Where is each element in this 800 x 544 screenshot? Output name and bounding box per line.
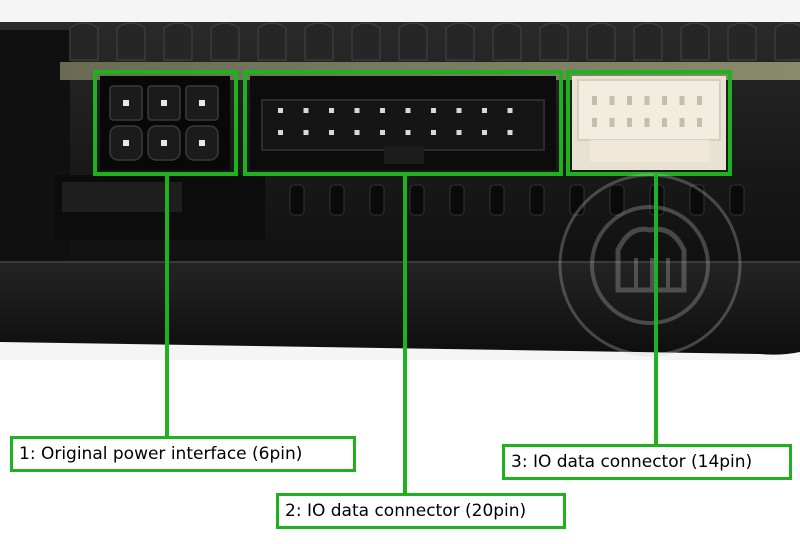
white-connector-pin bbox=[627, 96, 632, 105]
heatsink-fin bbox=[445, 22, 475, 61]
white-connector-pin bbox=[609, 96, 615, 105]
io-connector-20pin bbox=[250, 76, 556, 170]
vent-slot bbox=[569, 184, 585, 216]
callout-power-interface: 1: Original power interface (6pin) bbox=[10, 436, 356, 472]
power-pin-contact bbox=[123, 140, 129, 146]
heatsink-fin bbox=[774, 22, 800, 61]
device-photo bbox=[0, 22, 800, 357]
idc-pin bbox=[456, 130, 462, 135]
vent-slot bbox=[409, 184, 425, 216]
vent-slot bbox=[529, 184, 545, 216]
watermark-logo bbox=[558, 173, 742, 357]
white-connector-pin bbox=[662, 96, 667, 105]
idc-pin bbox=[329, 130, 334, 135]
idc-pin bbox=[354, 130, 360, 135]
heatsink-fin bbox=[210, 22, 240, 61]
power-pin-contact bbox=[199, 140, 205, 146]
idc-pin bbox=[431, 130, 436, 135]
heatsink-fin bbox=[633, 22, 663, 61]
idc-pin bbox=[303, 130, 309, 135]
heatsink-fin bbox=[257, 22, 287, 61]
idc-pin bbox=[456, 108, 462, 113]
callout-14pin-connector: 3: IO data connector (14pin) bbox=[502, 444, 792, 480]
white-connector-pin bbox=[679, 118, 685, 127]
vent-slot bbox=[609, 184, 625, 216]
idc-pin bbox=[507, 130, 513, 135]
idc-pin bbox=[354, 108, 360, 113]
heatsink-fin bbox=[304, 22, 334, 61]
white-connector-pin bbox=[697, 118, 702, 127]
heatsink-fin bbox=[351, 22, 381, 61]
idc-pin bbox=[380, 130, 385, 135]
power-connector-6pin bbox=[100, 76, 230, 170]
idc-pin bbox=[303, 108, 309, 113]
heatsink-fin bbox=[163, 22, 193, 61]
white-connector-pin bbox=[592, 96, 597, 105]
white-connector-pin bbox=[644, 118, 650, 127]
heatsink-fin bbox=[69, 22, 99, 61]
heatsink-fin bbox=[586, 22, 616, 61]
power-pin-contact bbox=[123, 100, 129, 106]
vent-slot bbox=[729, 184, 745, 216]
heatsink-fin bbox=[116, 22, 146, 61]
vent-slot bbox=[449, 184, 465, 216]
idc-pin bbox=[507, 108, 513, 113]
top-heatsink-fins bbox=[69, 22, 800, 61]
heatsink-fin bbox=[539, 22, 569, 61]
vent-slot bbox=[489, 184, 505, 216]
heatsink-fin bbox=[492, 22, 522, 61]
heatsink-fin bbox=[398, 22, 428, 61]
white-connector-pin bbox=[627, 118, 632, 127]
callout-20pin-connector: 2: IO data connector (20pin) bbox=[276, 493, 566, 529]
white-connector-pin bbox=[697, 96, 702, 105]
power-pin-contact bbox=[161, 140, 167, 146]
idc-pin bbox=[482, 130, 487, 135]
idc-pin bbox=[405, 130, 411, 135]
white-connector-pin bbox=[644, 96, 650, 105]
frame-14pin-connector bbox=[566, 70, 732, 176]
idc-pin bbox=[278, 108, 283, 113]
heatsink-fin bbox=[727, 22, 757, 61]
vent-slot bbox=[289, 184, 305, 216]
white-connector-pin bbox=[679, 96, 685, 105]
idc-pin bbox=[405, 108, 411, 113]
idc-pin bbox=[329, 108, 334, 113]
idc-pin bbox=[380, 108, 385, 113]
power-pin-contact bbox=[161, 100, 167, 106]
idc-pin bbox=[482, 108, 487, 113]
idc-pin bbox=[431, 108, 436, 113]
idc-pin bbox=[278, 130, 283, 135]
heatsink-fin bbox=[680, 22, 710, 61]
power-pin-contact bbox=[199, 100, 205, 106]
white-connector-pin bbox=[609, 118, 615, 127]
vent-slot bbox=[329, 184, 345, 216]
white-connector-pin bbox=[592, 118, 597, 127]
vent-slot bbox=[369, 184, 385, 216]
white-connector-pin bbox=[662, 118, 667, 127]
io-connector-14pin bbox=[572, 76, 726, 170]
vent-slot bbox=[689, 184, 705, 216]
